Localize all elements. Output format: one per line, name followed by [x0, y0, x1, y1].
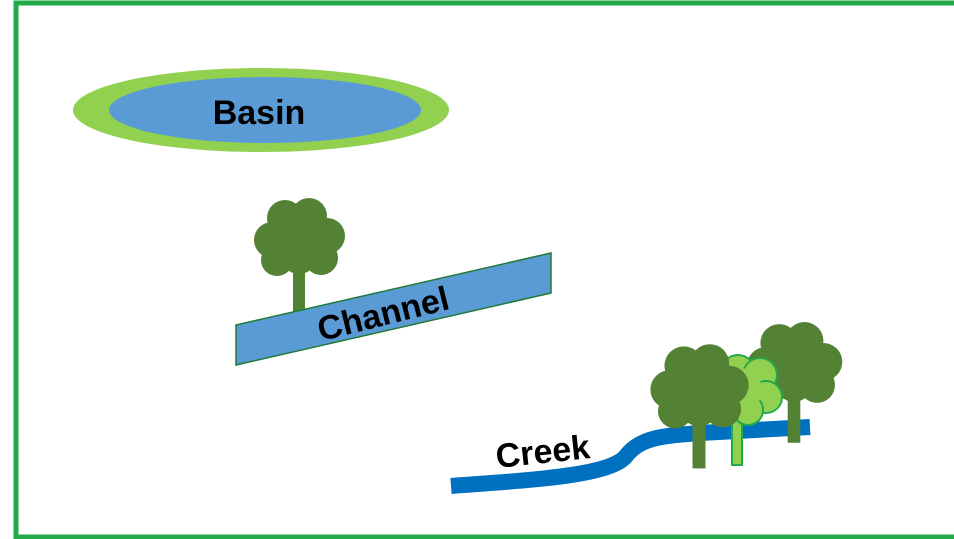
diagram-frame — [13, 0, 954, 539]
basin-label: Basin — [213, 94, 306, 132]
channel-icon — [235, 252, 552, 366]
channel-label: Channel — [314, 280, 453, 349]
basin-icon — [73, 68, 449, 152]
creek-icon — [450, 419, 811, 494]
channel-tree-icon — [254, 198, 345, 313]
